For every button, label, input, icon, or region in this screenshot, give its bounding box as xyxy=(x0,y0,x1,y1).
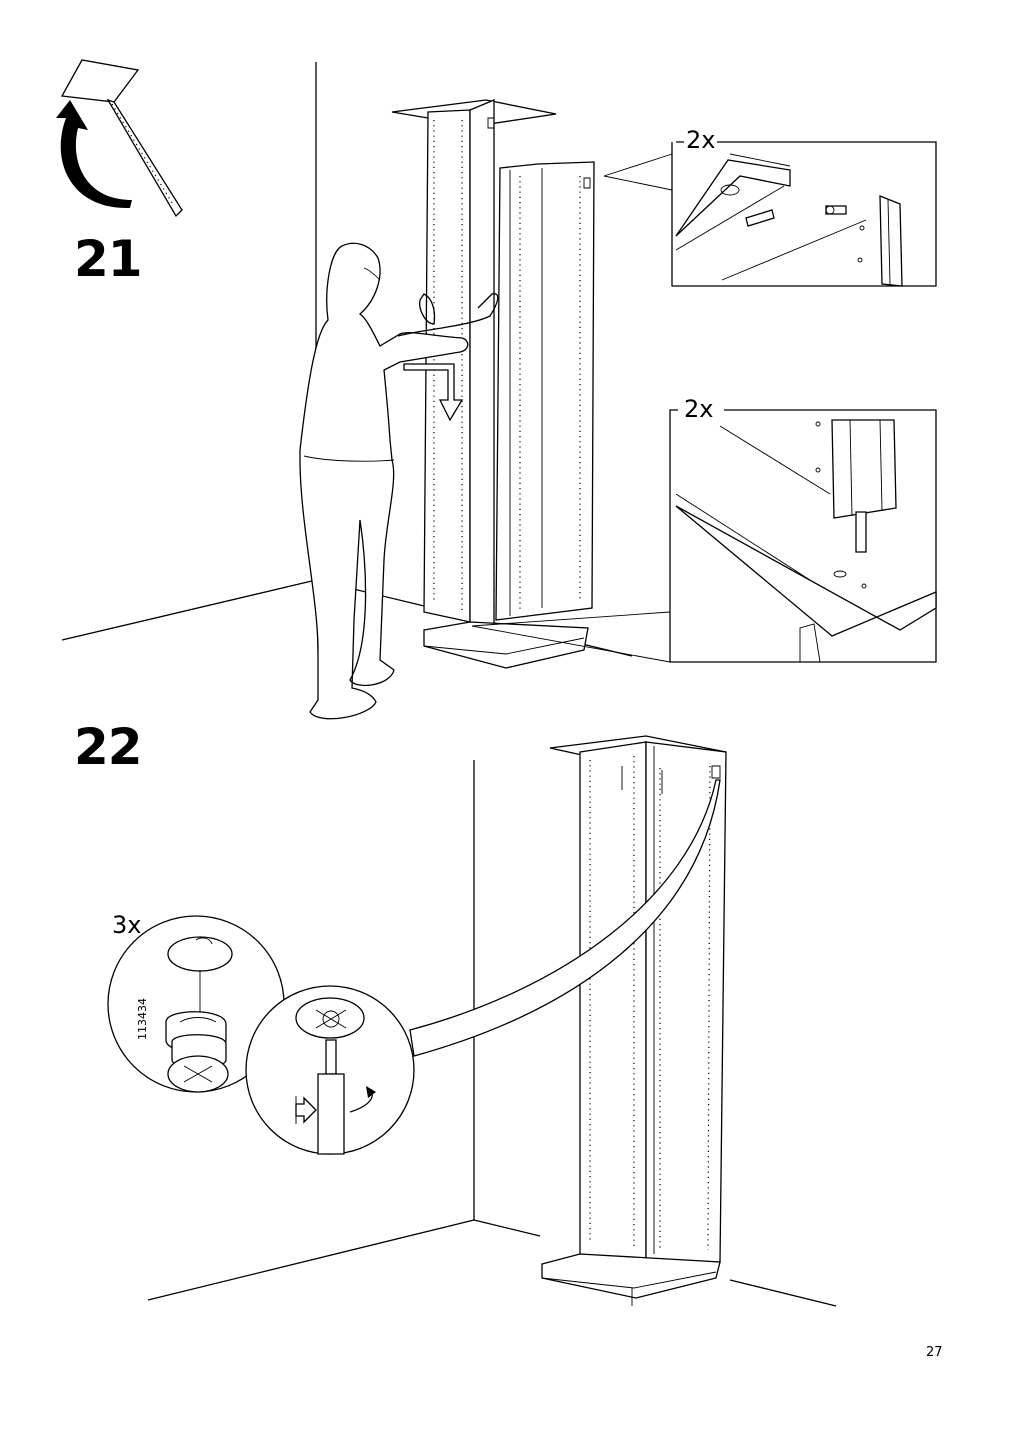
screwdriver-detail-circle xyxy=(246,986,414,1154)
page-number: 27 xyxy=(926,1345,943,1360)
flip-panel-icon xyxy=(56,60,182,216)
cabinet-frame-22 xyxy=(542,736,726,1306)
detail-box-pin xyxy=(472,410,936,662)
cam-lock-fitting-circle xyxy=(108,916,284,1092)
step-number-22: 22 xyxy=(74,718,143,776)
step-number-21: 21 xyxy=(74,230,143,288)
person-figure xyxy=(300,243,498,718)
cabinet-frame-21 xyxy=(392,100,594,668)
room-corner-22 xyxy=(148,760,836,1306)
quantity-label-cam-lock: 3x xyxy=(112,911,142,939)
quantity-label-dowel: 2x xyxy=(684,126,718,154)
part-number: 113434 xyxy=(136,998,149,1040)
quantity-label-pin: 2x xyxy=(682,395,716,423)
push-down-arrow xyxy=(404,364,462,420)
detail-box-dowel xyxy=(604,142,936,286)
detail-callout-leader xyxy=(410,780,720,1056)
